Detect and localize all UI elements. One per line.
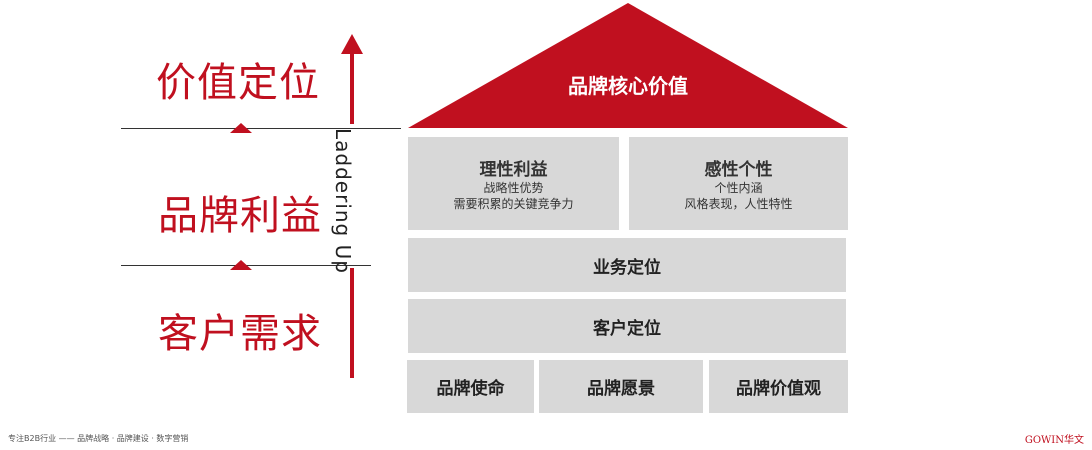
brand-vision-box: 品牌愿景 [539,360,703,413]
business-positioning-label: 业务定位 [593,257,661,278]
brand-vision-label: 品牌愿景 [587,379,655,399]
customer-positioning-box: 客户定位 [408,299,846,353]
emotional-personality-line: 风格表现，人性特性 [684,197,793,211]
emotional-personality-box: 感性个性 个性内涵 风格表现，人性特性 [629,137,848,230]
laddering-up-label: Laddering Up [331,128,355,274]
business-positioning-box: 业务定位 [408,238,846,292]
divider-line-upper [121,128,401,129]
emotional-personality-line: 个性内涵 [714,181,763,195]
triangle-marker-upper-icon [230,123,252,133]
level-label-customer-need: 客户需求 [158,311,322,357]
arrow-shaft-upper [350,52,354,124]
arrow-up-icon [341,34,363,54]
brand-mission-label: 品牌使命 [436,379,505,399]
triangle-marker-lower-icon [230,260,252,270]
rational-benefit-box: 理性利益 战略性优势 需要积累的关键竞争力 [408,137,619,230]
emotional-personality-title: 感性个性 [704,160,773,180]
brand-core-value-label: 品牌核心价值 [568,74,688,98]
customer-positioning-label: 客户定位 [593,318,661,339]
rational-benefit-title: 理性利益 [479,160,548,180]
brand-mission-box: 品牌使命 [407,360,534,413]
footer-tagline: 专注B2B行业 —— 品牌战略 · 品牌建设 · 数字营销 [8,434,189,443]
house-roof [408,3,848,128]
footer-logo: GOWIN华文 [1024,435,1084,446]
arrow-shaft-lower [350,268,354,378]
rational-benefit-line: 需要积累的关键竞争力 [453,197,574,211]
brand-values-label: 品牌价值观 [736,379,821,399]
rational-benefit-line: 战略性优势 [483,181,544,195]
level-label-value-positioning: 价值定位 [156,60,320,106]
brand-values-box: 品牌价值观 [709,360,848,413]
level-label-brand-benefit: 品牌利益 [158,193,322,239]
